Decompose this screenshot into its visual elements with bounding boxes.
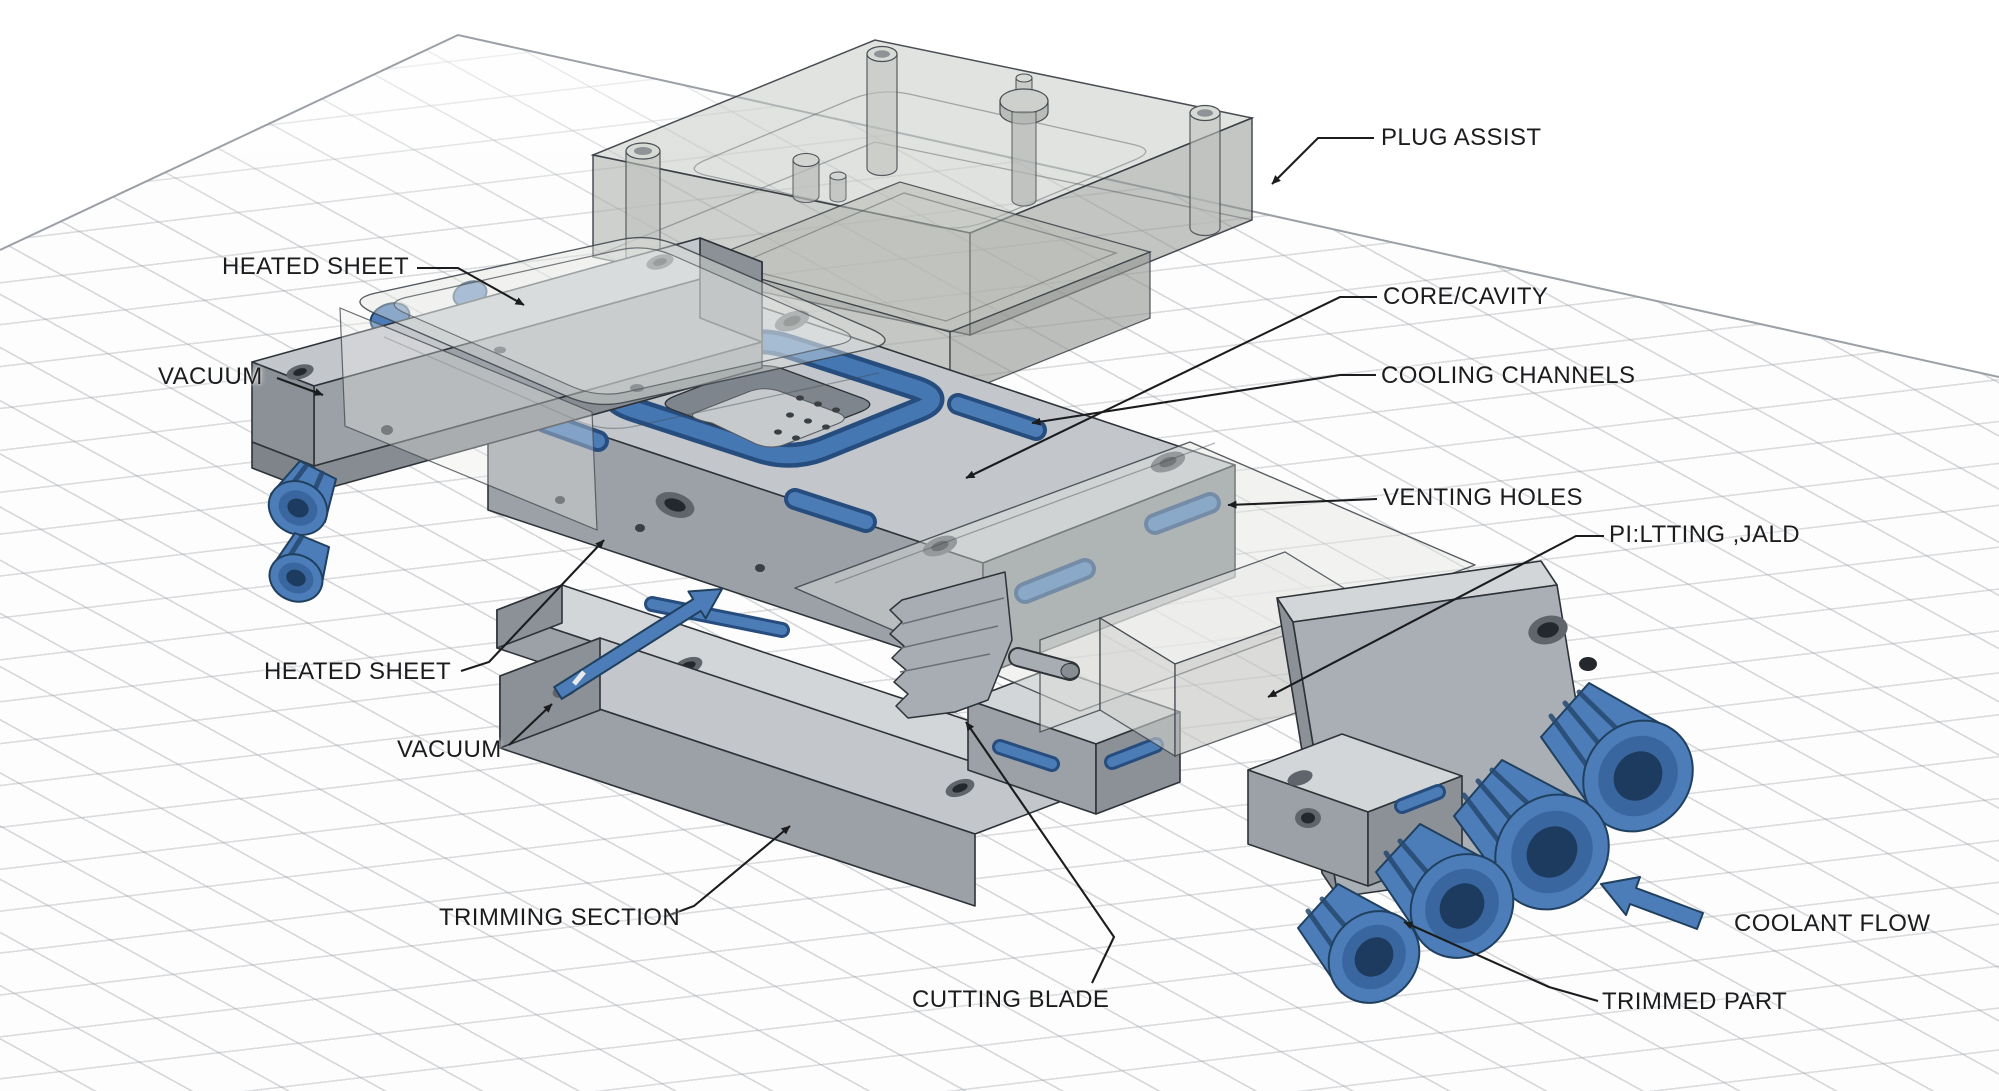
leader-lines bbox=[276, 136, 1604, 1003]
lower-channel-strip bbox=[644, 596, 790, 638]
leader-trimming-section bbox=[663, 825, 791, 918]
label-vacuum-top: VACUUM bbox=[158, 363, 263, 390]
label-cutting-blade: CUTTING BLADE bbox=[912, 986, 1110, 1013]
guide-pin bbox=[866, 45, 898, 177]
label-coolant-flow: COOLANT FLOW bbox=[1734, 910, 1931, 937]
label-plug-assist: PLUG ASSIST bbox=[1381, 124, 1542, 151]
vacuum-arrow bbox=[553, 588, 723, 700]
label-heated-sheet-bottom: HEATED SHEET bbox=[264, 658, 452, 685]
cavity-vent-holes bbox=[774, 395, 840, 441]
leader-vacuum-top bbox=[276, 377, 324, 396]
leader-parting-wall bbox=[1267, 534, 1604, 698]
leader-heated-sheet-top bbox=[417, 266, 525, 306]
leader-plug-assist bbox=[1271, 136, 1374, 185]
label-core-cavity: CORE/CAVITY bbox=[1383, 283, 1549, 310]
coolant-knob bbox=[1375, 823, 1515, 959]
vacuum-knob bbox=[267, 460, 337, 536]
label-venting-holes: VENTING HOLES bbox=[1383, 484, 1583, 511]
label-cooling-channels: COOLING CHANNELS bbox=[1381, 362, 1636, 389]
leader-cooling-channels bbox=[1031, 373, 1376, 426]
label-heated-sheet-top: HEATED SHEET bbox=[222, 253, 410, 280]
label-vacuum-bottom: VACUUM bbox=[397, 736, 502, 763]
leader-heated-sheet-bottom bbox=[460, 539, 605, 672]
coolant-flow-arrow bbox=[1600, 876, 1704, 930]
floor-edge bbox=[0, 33, 1999, 378]
boss-pin bbox=[792, 152, 847, 204]
venting-slots bbox=[1014, 492, 1221, 604]
sheet-skirt bbox=[339, 307, 598, 531]
coolant-plate bbox=[1247, 560, 1694, 1004]
leader-cutting-blade bbox=[965, 721, 1116, 984]
leader-venting-holes bbox=[1227, 497, 1378, 509]
cutting-blade-part bbox=[889, 571, 1080, 719]
heated-sheet-tray bbox=[339, 236, 886, 531]
shoulder-pin bbox=[999, 73, 1049, 207]
front-vent-holes bbox=[555, 496, 765, 572]
guide-pin bbox=[1189, 104, 1221, 237]
leader-core-cavity bbox=[965, 295, 1377, 479]
vacuum-arrow-band bbox=[572, 670, 586, 686]
label-trimmed-part: TRIMMED PART bbox=[1602, 988, 1788, 1015]
label-parting-wall: PI:LTTING ,JALD bbox=[1609, 521, 1800, 548]
vacuum-knob bbox=[268, 532, 330, 603]
coolant-knob bbox=[1297, 883, 1421, 1004]
label-trimming-section: TRIMMING SECTION bbox=[439, 904, 681, 931]
guide-pin bbox=[625, 142, 661, 275]
leader-vacuum-bottom bbox=[508, 703, 553, 746]
mold-cavity bbox=[664, 365, 871, 448]
clamp-frame-left bbox=[251, 237, 763, 603]
leader-trimmed-part bbox=[1403, 921, 1599, 1003]
blade-pin bbox=[1008, 647, 1080, 681]
